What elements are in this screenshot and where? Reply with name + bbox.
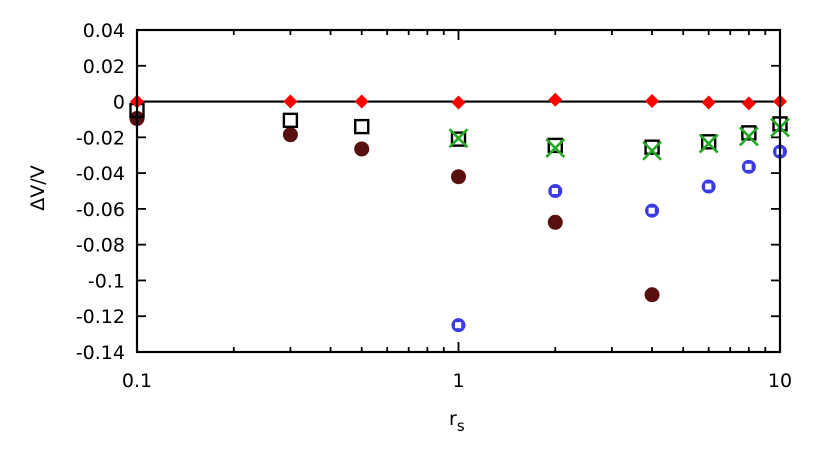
cross-marker-stroke: [698, 133, 719, 154]
open-circle-marker: [741, 159, 756, 174]
filled-circle-marker: [354, 141, 370, 157]
open-circle-marker-center: [745, 163, 753, 170]
y-tick-label: -0.1: [88, 270, 125, 292]
open-circle-marker-center: [705, 183, 713, 190]
x-axis-label-subscript: s: [457, 417, 465, 435]
open-circle-marker: [701, 179, 716, 194]
y-tick-label: 0.04: [83, 20, 125, 42]
open-square-marker: [354, 118, 370, 135]
open-circle-marker: [548, 184, 563, 198]
open-square-marker: [450, 131, 467, 147]
cross-marker-stroke: [738, 126, 759, 147]
diamond-marker: [741, 96, 756, 111]
diamond-marker: [548, 92, 563, 107]
open-square-marker: [644, 139, 660, 155]
cross-marker: [642, 140, 662, 161]
data-points: [129, 92, 790, 333]
cross-marker: [698, 133, 719, 154]
open-square-marker: [282, 112, 299, 129]
y-tick-label: -0.06: [76, 199, 125, 221]
open-circle-marker-center: [455, 322, 462, 329]
y-tick-label: -0.08: [76, 235, 125, 257]
cross-marker-stroke: [545, 138, 566, 158]
open-circle-marker: [451, 318, 466, 333]
y-tick-label: 0.02: [83, 56, 125, 78]
open-circle-marker: [645, 203, 660, 218]
y-tick-label: -0.04: [76, 163, 125, 185]
y-tick-label: -0.12: [76, 306, 125, 328]
cross-marker-stroke: [448, 128, 469, 149]
x-tick-label: 0.1: [122, 370, 152, 392]
diamond-marker: [451, 95, 466, 110]
filled-circle-marker: [282, 127, 298, 143]
x-axis-label-main: r: [449, 408, 457, 430]
filled-circle-marker: [547, 214, 563, 230]
open-square-marker: [741, 125, 757, 141]
open-circle-marker-center: [648, 207, 656, 214]
axis-ticks: [136, 29, 781, 353]
cross-marker-stroke: [642, 140, 662, 161]
diamond-marker: [283, 94, 298, 109]
filled-circle-marker: [644, 287, 660, 303]
cross-marker: [448, 128, 469, 149]
diamond-marker: [701, 95, 716, 110]
x-tick-label: 10: [768, 370, 792, 392]
diamond-marker: [645, 94, 660, 109]
open-square-marker: [700, 134, 717, 150]
open-circle-marker-center: [551, 188, 559, 194]
x-tick-label: 1: [452, 370, 464, 392]
y-axis-label: ΔV/V: [27, 165, 49, 210]
plot-frame: [135, 28, 782, 354]
cross-marker: [738, 126, 759, 147]
open-square-marker: [547, 137, 563, 154]
cross-marker: [545, 138, 566, 158]
tick-labels: 0.04 0.02 0 -0.02 -0.04 -0.06 -0.08 -0.1 -0.12 -0…: [76, 20, 792, 392]
filled-circle-marker: [451, 169, 466, 185]
y-tick-label: 0: [113, 92, 125, 114]
y-tick-label: -0.02: [76, 127, 125, 149]
diamond-marker: [354, 94, 369, 109]
y-tick-label: -0.14: [76, 342, 125, 364]
x-axis-label: rs: [449, 408, 465, 435]
